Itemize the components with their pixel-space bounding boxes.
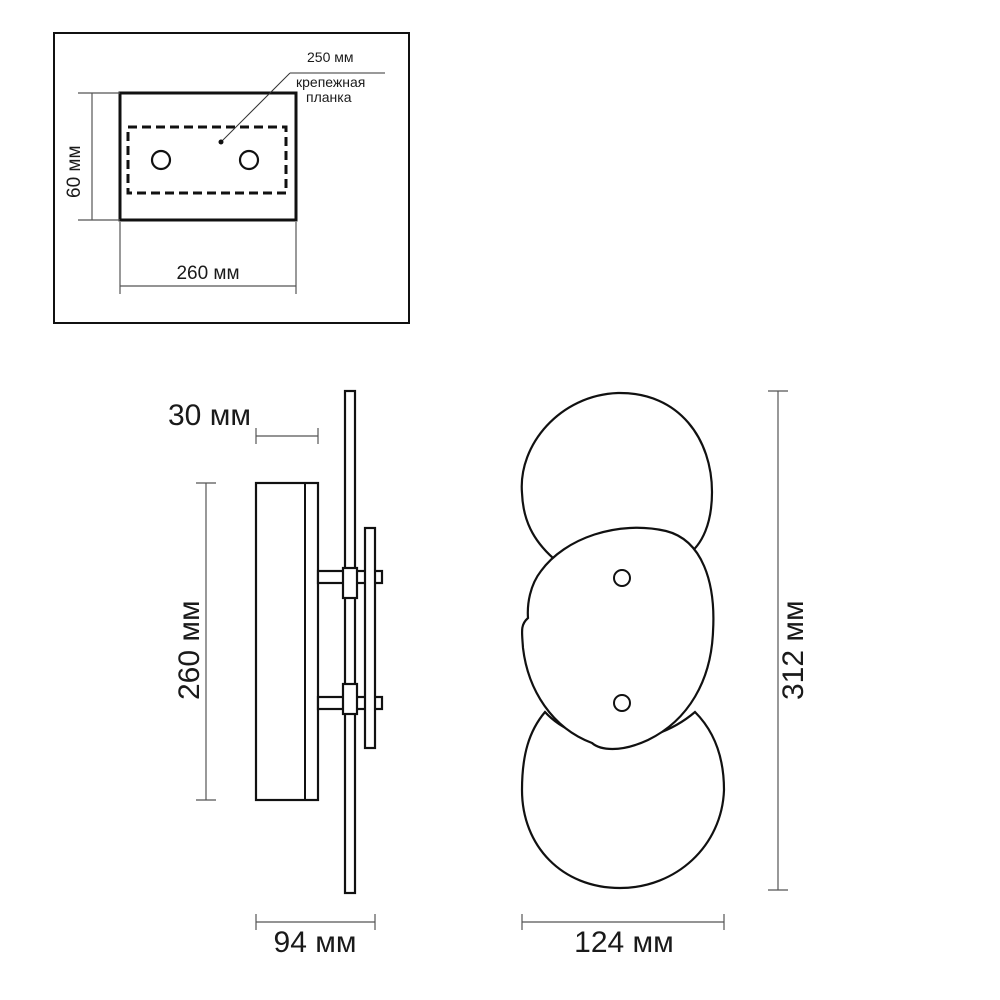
front-width-label: 124 мм [574, 926, 674, 959]
plate-size-label: 250 мм [307, 49, 354, 65]
plate-leader-line [220, 72, 291, 143]
side-depth-label: 94 мм [274, 926, 357, 959]
plate-label-line2: планка [306, 89, 352, 105]
front-disc-middle [520, 526, 715, 751]
front-height-label: 312 мм [777, 600, 810, 700]
side-glass-front [363, 526, 377, 750]
side-connector [341, 682, 359, 716]
plate-leader-dot [218, 139, 224, 145]
base-rectangle [118, 91, 298, 222]
side-wall-base [254, 481, 320, 802]
side-projection-label: 30 мм [168, 399, 251, 432]
side-glass-back [343, 389, 357, 895]
top-width-label: 260 мм [176, 263, 239, 284]
mounting-hole [150, 149, 172, 171]
mounting-plate-dashed [126, 125, 288, 195]
side-height-label: 260 мм [173, 600, 206, 700]
plate-label-line1: крепежная [296, 74, 365, 90]
top-depth-label: 60 мм [64, 145, 85, 198]
front-view: 124 мм 312 мм [520, 390, 810, 959]
side-connector [341, 566, 359, 600]
top-view-frame [53, 32, 410, 324]
side-view: 30 мм 260 мм 94 мм [168, 389, 384, 959]
top-view: 250 мм крепежная планка 60 мм 260 мм [53, 32, 410, 324]
front-mount-hole [613, 694, 631, 712]
mounting-hole [238, 149, 260, 171]
front-mount-hole [613, 569, 631, 587]
